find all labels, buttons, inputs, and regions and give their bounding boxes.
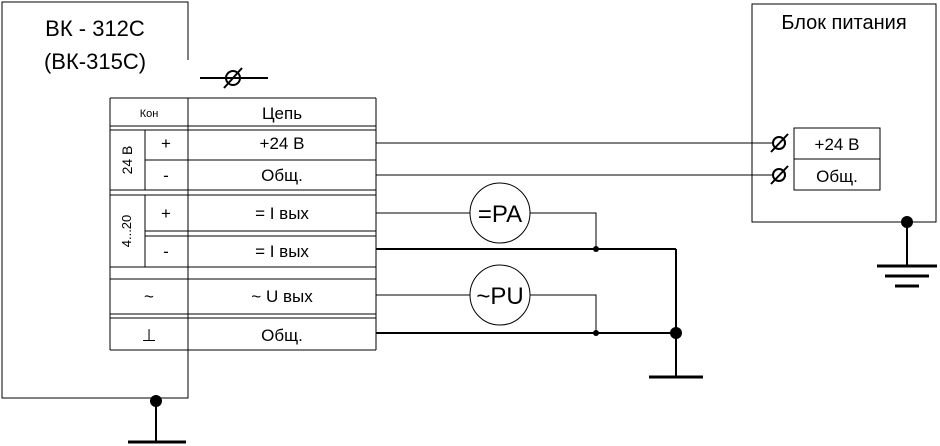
row-circuit: = I вых: [255, 242, 309, 261]
ammeter-pa: =PA: [469, 182, 531, 244]
shield-symbol-icon: [200, 67, 268, 89]
row-contact: ⊥: [142, 326, 157, 345]
row-circuit: ~ U вых: [251, 287, 313, 306]
row-contact: +: [161, 134, 171, 153]
group-label-4-20: 4...20: [119, 215, 134, 248]
device-block: ВК - 312С (ВК-315С): [1, 1, 189, 399]
group-label-24v: 24 В: [119, 146, 135, 175]
row-contact: -: [163, 242, 169, 261]
ps-terminal-plus: +24 В: [815, 135, 860, 154]
power-supply-block: Блок питания +24 В Общ.: [751, 3, 937, 223]
power-supply-title: Блок питания: [781, 12, 906, 34]
screw-terminal-icon: [770, 165, 789, 185]
table-row: ⊥ Общ.: [142, 326, 303, 345]
row-circuit: = I вых: [255, 204, 309, 223]
device-model: ВК - 312С: [45, 16, 145, 41]
wires: [376, 142, 773, 377]
table-row: ~ ~ U вых: [144, 287, 313, 306]
ground-icon: [128, 395, 186, 444]
header-contact: Кон: [140, 108, 159, 120]
ground-icon: [877, 216, 937, 288]
table-row: - Общ.: [163, 166, 303, 185]
table-row: + = I вых: [161, 204, 309, 223]
device-alt-model: (ВК-315С): [44, 49, 146, 74]
row-circuit: +24 В: [260, 134, 305, 153]
row-circuit: Общ.: [261, 326, 303, 345]
table-row: - = I вых: [163, 242, 309, 261]
meter-label: =PA: [478, 201, 522, 228]
row-contact: -: [163, 166, 169, 185]
screw-terminal-icon: [770, 133, 789, 153]
row-circuit: Общ.: [261, 166, 303, 185]
junction-dot: [593, 330, 599, 336]
row-contact: ~: [144, 287, 154, 306]
junction-dot: [593, 246, 599, 252]
voltmeter-pu: ~PU: [469, 264, 531, 326]
junction-dot: [670, 327, 682, 339]
terminal-table: Кон Цепь 24 В 4...20 + +24 В - Общ. + = …: [109, 97, 377, 351]
row-contact: +: [161, 204, 171, 223]
ps-terminal-common: Общ.: [816, 167, 858, 186]
header-circuit: Цепь: [262, 104, 302, 123]
table-row: + +24 В: [161, 134, 304, 153]
meter-label: ~PU: [476, 283, 523, 310]
